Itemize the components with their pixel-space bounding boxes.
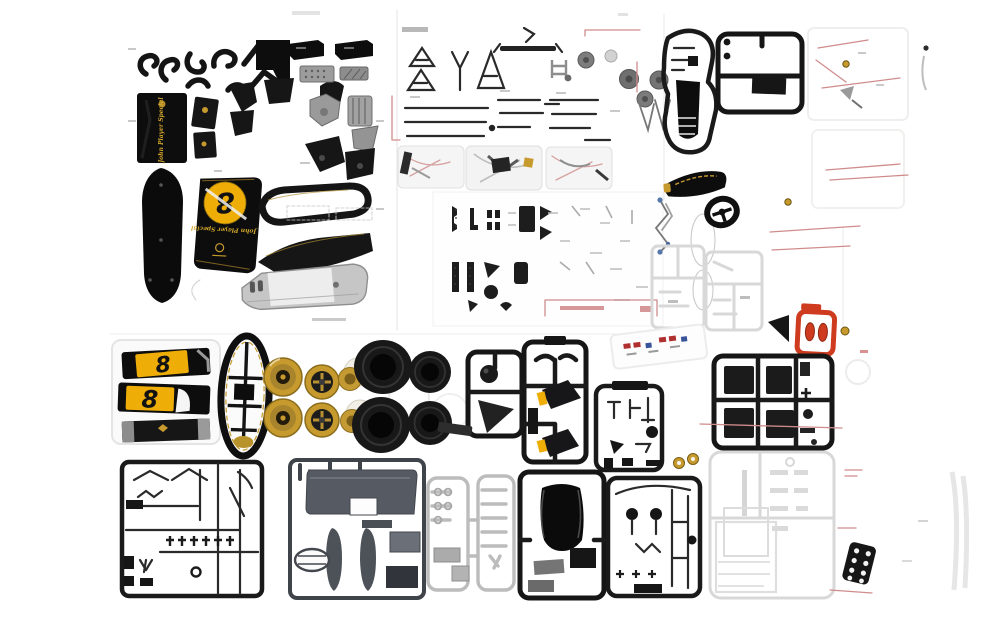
rear-wing-panel xyxy=(305,469,418,516)
gold-wheel-rims xyxy=(263,357,340,438)
metal-wishbone-arms xyxy=(405,46,506,92)
center-card-red-print xyxy=(391,29,641,141)
body-side-frame-loop xyxy=(258,182,372,226)
cockpit-tub-sprue xyxy=(517,469,607,601)
panel-2-number: 8 xyxy=(141,385,159,414)
winglet-part-2 xyxy=(536,429,579,457)
black-wedge-part xyxy=(768,315,789,342)
panel-1-number: 8 xyxy=(155,352,172,378)
tyre-rear-2 xyxy=(352,397,410,453)
jps-sticker-box: John Player Special xyxy=(137,93,187,164)
tyre-front-1 xyxy=(409,351,451,393)
nose-cone-shell xyxy=(217,332,273,460)
suspension-sprue-black xyxy=(605,475,703,599)
detail-sprue-small-black xyxy=(593,381,665,473)
seat-sprue xyxy=(661,28,719,155)
slick-tyres xyxy=(352,340,452,453)
number-panel-2: 8 xyxy=(117,382,211,415)
number-panel-blister-tray: 8 8 xyxy=(111,339,221,445)
bottom-right-faint-prints xyxy=(699,225,970,594)
wheel-rim-deep-2 xyxy=(263,398,303,438)
gold-screw xyxy=(784,198,792,206)
black-triangle-brackets xyxy=(305,136,375,180)
clear-sprues-mid xyxy=(650,244,764,332)
gold-washer-large xyxy=(840,326,850,336)
wheel-rim-spoke-1 xyxy=(304,364,340,400)
red-lens-sprue xyxy=(794,303,838,358)
left-card-print-marks xyxy=(128,48,384,301)
wing-mount-part xyxy=(121,418,211,443)
sidepod-script: John Player Special xyxy=(190,224,257,234)
cockpit-tub-part xyxy=(540,484,584,551)
parts-bag-3 xyxy=(545,146,613,190)
sidepod-with-roundel: 8 John Player Special xyxy=(190,177,262,274)
gold-washers-pair xyxy=(673,453,699,469)
jps-chip-parts xyxy=(191,96,219,159)
exhaust-box-parts xyxy=(288,40,373,60)
chassis-floor-plank xyxy=(142,168,183,303)
chrome-plated-sprue xyxy=(426,474,516,592)
radiator-panel-sprue xyxy=(711,353,835,451)
body-side-panel xyxy=(258,233,373,274)
steering-wheel-part xyxy=(704,195,740,229)
metal-hub-bracket xyxy=(550,60,568,78)
cast-metal-engine-parts xyxy=(309,93,379,153)
winglet-part-1 xyxy=(536,380,581,409)
tiny-fittings-card xyxy=(609,323,709,370)
silver-upper-cowl xyxy=(241,263,369,311)
tyre-rear-1 xyxy=(354,340,412,394)
mirror-sprue-small xyxy=(437,349,525,439)
parts-bag-2 xyxy=(465,145,543,191)
metal-mesh-plates xyxy=(299,65,369,83)
wing-endplate-sprue xyxy=(521,336,589,465)
faint-bags-top-right xyxy=(807,27,929,209)
metal-pulleys-and-discs xyxy=(564,49,669,108)
wheel-rim-spoke-2 xyxy=(304,402,340,438)
number-panel-1: 8 xyxy=(121,347,211,380)
pedal-plate-part xyxy=(842,542,876,585)
black-bracket-parts xyxy=(229,40,344,136)
small-stamped-parts-card xyxy=(432,191,716,327)
jps-box-script: John Player Special xyxy=(158,97,165,164)
parts-bag-1 xyxy=(397,145,465,189)
metal-rocker-bar xyxy=(492,26,564,54)
gunmetal-wing-sprue xyxy=(288,458,426,600)
detail-sprue-grid-black xyxy=(119,459,265,599)
metal-rod-rows xyxy=(403,98,612,142)
nose-tip-part xyxy=(663,171,727,197)
wheel-rim-deep-1 xyxy=(263,357,303,397)
card-red-stamp xyxy=(544,299,658,317)
clear-windscreen-sprue xyxy=(708,450,836,600)
frame-sprue-square xyxy=(715,31,805,115)
